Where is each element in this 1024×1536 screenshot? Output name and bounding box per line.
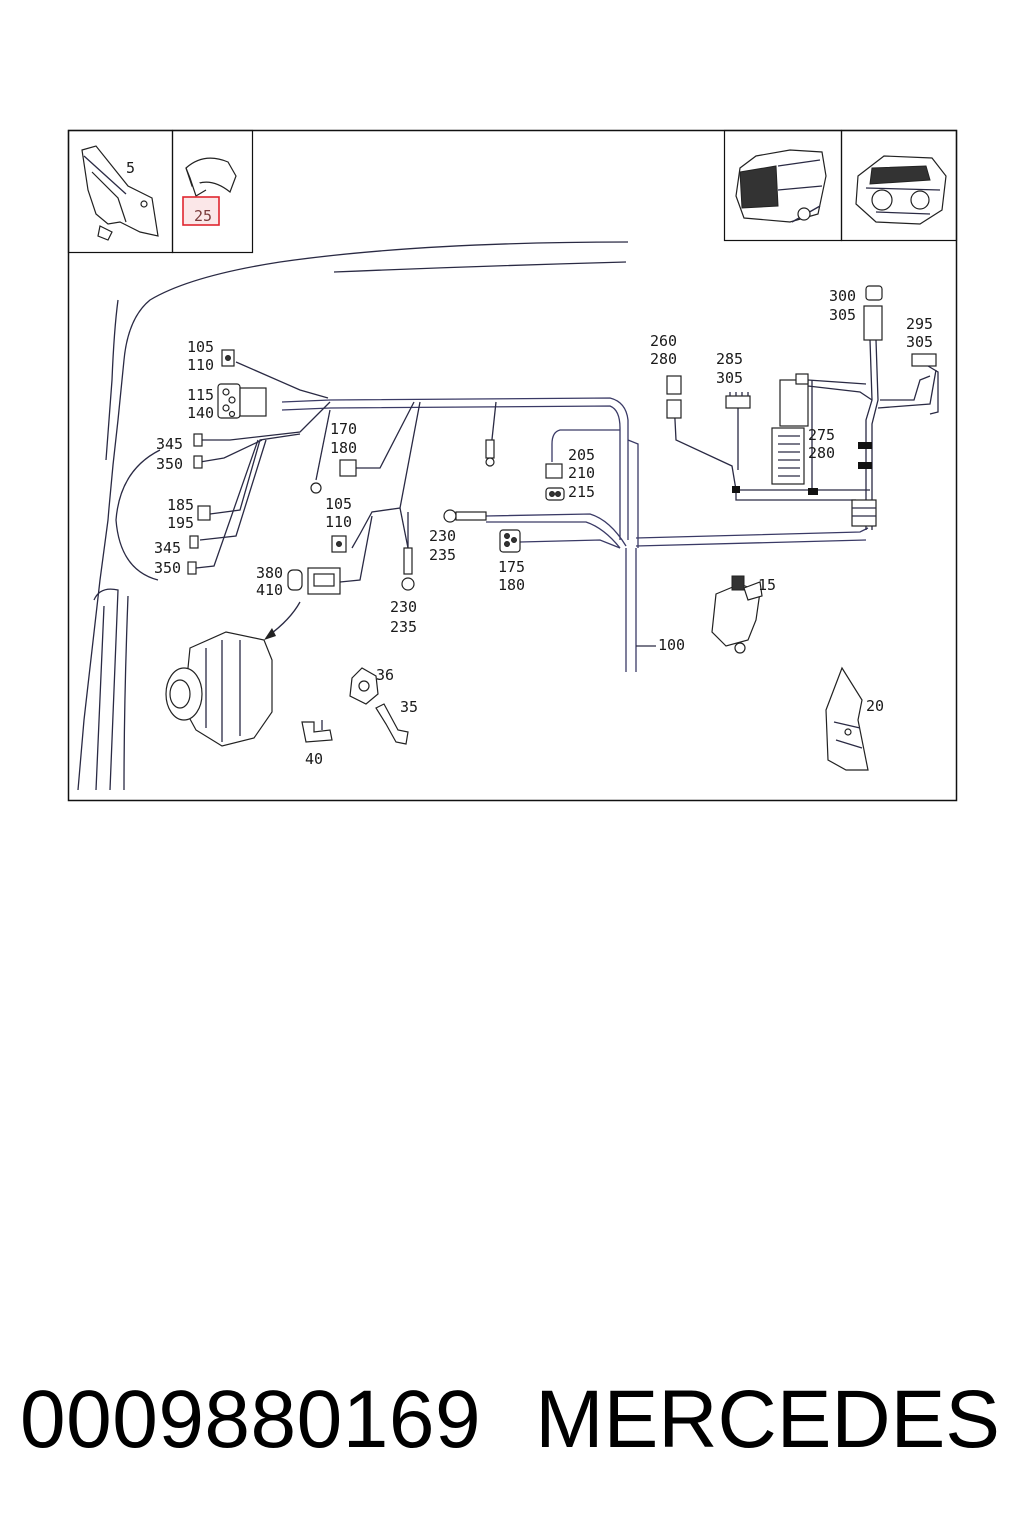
callout-25: 25 xyxy=(194,207,212,225)
callout-345-lower: 345 xyxy=(154,539,181,557)
grommet-icon[interactable] xyxy=(851,499,877,527)
callout-5: 5 xyxy=(126,159,135,177)
bracket-part-20-icon[interactable] xyxy=(825,666,869,771)
connector-345-350-upper-icon[interactable] xyxy=(193,433,203,469)
callout-110-lower: 110 xyxy=(325,513,352,531)
callout-260: 260 xyxy=(650,332,677,350)
callout-100: 100 xyxy=(658,636,685,654)
connector-285-305-icon[interactable] xyxy=(725,392,751,409)
grommet-part-36-icon[interactable] xyxy=(349,667,379,705)
callout-280: 280 xyxy=(650,350,677,368)
callout-35: 35 xyxy=(400,698,418,716)
connector-170-180-icon[interactable] xyxy=(339,459,357,477)
callout-105-lower: 105 xyxy=(325,495,352,513)
connector-260-280-icon[interactable] xyxy=(666,375,682,419)
valve-part-15-icon[interactable] xyxy=(711,575,763,654)
callout-285: 285 xyxy=(716,350,743,368)
bracket-part-40-icon[interactable] xyxy=(301,720,333,743)
callout-195: 195 xyxy=(167,514,194,532)
callout-300: 300 xyxy=(829,287,856,305)
highlight-box-25[interactable] xyxy=(182,196,220,226)
plug-terminal-icon[interactable] xyxy=(485,439,495,467)
thumbnail-frame-25[interactable] xyxy=(171,129,254,254)
callout-230-upper: 230 xyxy=(429,527,456,545)
callout-410: 410 xyxy=(256,581,283,599)
callout-235: 235 xyxy=(390,618,417,636)
harness-trunk xyxy=(281,397,629,540)
callout-305: 305 xyxy=(716,369,743,387)
connector-105-110-icon[interactable] xyxy=(221,349,235,367)
callout-180: 180 xyxy=(330,439,357,457)
part-number: 0009880169 xyxy=(20,1374,482,1465)
caption-bar: 0009880169 MERCEDES xyxy=(0,1365,1024,1475)
callout-185: 185 xyxy=(167,496,194,514)
callout-40: 40 xyxy=(305,750,323,768)
callout-295: 295 xyxy=(906,315,933,333)
connector-380-410-icon[interactable] xyxy=(287,567,341,595)
callout-350-lower: 350 xyxy=(154,559,181,577)
callout-175: 175 xyxy=(498,558,525,576)
callout-275: 275 xyxy=(808,426,835,444)
bracket-part-5-icon[interactable] xyxy=(81,145,159,241)
clip-part-35-icon[interactable] xyxy=(375,703,409,745)
callout-305-right: 305 xyxy=(906,333,933,351)
connector-295-305-icon[interactable] xyxy=(911,353,939,415)
sensor-230-235-horizontal-icon[interactable] xyxy=(443,509,487,523)
alternator-icon[interactable] xyxy=(165,631,273,747)
connector-345-350-lower-icon[interactable] xyxy=(187,535,199,575)
callout-36: 36 xyxy=(376,666,394,684)
connector-115-140-icon[interactable] xyxy=(217,383,267,419)
vehicle-front-view-icon[interactable] xyxy=(735,149,827,223)
callout-105: 105 xyxy=(187,338,214,356)
callout-15: 15 xyxy=(758,576,776,594)
callout-210: 210 xyxy=(568,464,595,482)
callout-280-unit: 280 xyxy=(808,444,835,462)
harness-down-100 xyxy=(625,548,637,672)
vehicle-body-outline xyxy=(77,241,629,791)
diagram-frame xyxy=(67,129,958,802)
connector-185-195-icon[interactable] xyxy=(197,505,211,521)
callout-230: 230 xyxy=(390,598,417,616)
callout-380: 380 xyxy=(256,564,283,582)
callout-20: 20 xyxy=(866,697,884,715)
callout-350: 350 xyxy=(156,455,183,473)
callout-170: 170 xyxy=(330,420,357,438)
callout-180-lower: 180 xyxy=(498,576,525,594)
callout-235-upper: 235 xyxy=(429,546,456,564)
callout-345: 345 xyxy=(156,435,183,453)
callout-110: 110 xyxy=(187,356,214,374)
callout-305-top: 305 xyxy=(829,306,856,324)
sensor-230-235-vertical-icon[interactable] xyxy=(401,547,415,591)
parts-diagram: 5 25 xyxy=(67,129,958,802)
connector-105-110-lower-icon[interactable] xyxy=(331,535,347,553)
view-frame-engine[interactable] xyxy=(840,129,958,242)
connector-205-210-215-icon[interactable] xyxy=(545,463,565,501)
callout-115: 115 xyxy=(187,386,214,404)
engine-view-icon[interactable] xyxy=(855,155,947,225)
callout-215: 215 xyxy=(568,483,595,501)
brand-name: MERCEDES xyxy=(535,1374,1000,1465)
connector-300-305-icon[interactable] xyxy=(863,285,883,341)
clip-part-25-icon[interactable] xyxy=(185,157,237,197)
ring-terminal-icon[interactable] xyxy=(310,482,322,494)
control-unit-275-280-icon[interactable] xyxy=(771,373,809,485)
callout-205: 205 xyxy=(568,446,595,464)
connector-175-180-icon[interactable] xyxy=(499,529,521,553)
callout-140: 140 xyxy=(187,404,214,422)
